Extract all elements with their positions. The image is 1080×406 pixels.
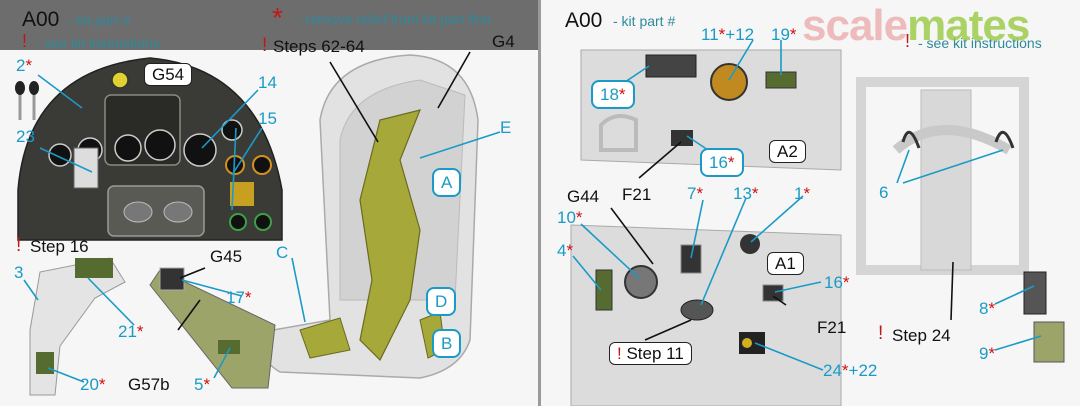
steps-main-exclaim: ! — [262, 35, 268, 56]
callout-13: 13* — [733, 184, 759, 203]
part-label-g45: G45 — [210, 247, 243, 266]
part-label-g4: G4 — [492, 32, 515, 51]
legend-code-text-right: - kit part # — [613, 13, 676, 29]
left-black-lines — [177, 51, 471, 331]
legend-code-right: A00 — [565, 9, 603, 32]
part-label-f21-bottom: F21 — [817, 318, 847, 337]
callout-21: 21* — [118, 322, 144, 341]
panel-divider — [538, 0, 541, 406]
callout-8: 8* — [979, 299, 996, 318]
site-watermark: scalemates — [802, 1, 1030, 50]
legend-exclaim: ! — [22, 31, 28, 51]
legend-exclaim-text-right: - see kit instructions — [918, 35, 1042, 51]
callout-2: 2* — [16, 56, 33, 75]
callout-16-bottom: 16* — [824, 273, 850, 292]
seat-frame-illustration — [856, 77, 1029, 275]
legend-code: A00 — [22, 8, 60, 31]
part-label-g54: G54 — [144, 63, 193, 86]
pin-illustration — [15, 81, 39, 120]
step11-label: ! Step 11 — [609, 342, 692, 365]
part-label-a2: A2 — [769, 140, 806, 163]
legend-asterisk: * — [272, 2, 283, 33]
part-label-a1: A1 — [767, 252, 804, 275]
right-callout-lines — [572, 39, 1042, 371]
legend-asterisk-text: - remove relief from kit part first — [297, 11, 491, 27]
callout-e: E — [500, 118, 512, 137]
bubble-b: B — [432, 329, 462, 358]
step24-exclaim: ! — [878, 323, 884, 344]
right-instruction-panel: A00 - kit part # ! - see kit instruction… — [541, 0, 1080, 406]
callout-6: 6 — [879, 183, 889, 202]
legend-bar-left — [0, 0, 538, 50]
step24-label: Step 24 — [892, 326, 951, 345]
small-parts-right — [1023, 271, 1065, 363]
left-callout-lines — [23, 74, 501, 383]
callout-1: 1* — [794, 184, 811, 203]
part-label-f21-top: F21 — [622, 185, 652, 204]
callout-7: 7* — [687, 184, 704, 203]
callout-3: 3 — [14, 263, 24, 282]
part-label-g57b: G57b — [128, 375, 170, 394]
legend-exclaim-right: ! — [905, 31, 911, 51]
callout-18: 18* — [591, 80, 635, 109]
callout-17: 17* — [226, 288, 252, 307]
legend-code-text: - kit part # — [68, 12, 131, 28]
part-label-g44: G44 — [567, 187, 600, 206]
right-black-lines — [610, 141, 954, 341]
callout-10: 10* — [557, 208, 583, 227]
callout-23: 23 — [16, 127, 35, 146]
steps-main-label: Steps 62-64 — [273, 37, 365, 56]
left-artwork — [15, 51, 501, 396]
left-instruction-panel: A00 - kit part # * - remove relief from … — [0, 0, 538, 406]
legend-exclaim-text: - see kit instructions — [36, 35, 160, 51]
callout-4: 4* — [557, 241, 574, 260]
callout-20: 20* — [80, 375, 106, 394]
step16-label: Step 16 — [30, 237, 89, 256]
step16-exclaim: ! — [16, 235, 22, 256]
callout-c: C — [276, 243, 289, 262]
bubble-a: A — [432, 168, 462, 197]
callout-11-12: 11*+12 — [701, 25, 755, 44]
callout-15: 15 — [258, 109, 277, 128]
callout-16-top: 16* — [700, 148, 744, 177]
callout-14: 14 — [258, 73, 277, 92]
callout-9: 9* — [979, 344, 996, 363]
bubble-d: D — [426, 287, 457, 316]
callout-24-22: 24*+22 — [823, 361, 878, 380]
callout-19: 19* — [771, 25, 797, 44]
callout-5: 5* — [194, 375, 211, 394]
